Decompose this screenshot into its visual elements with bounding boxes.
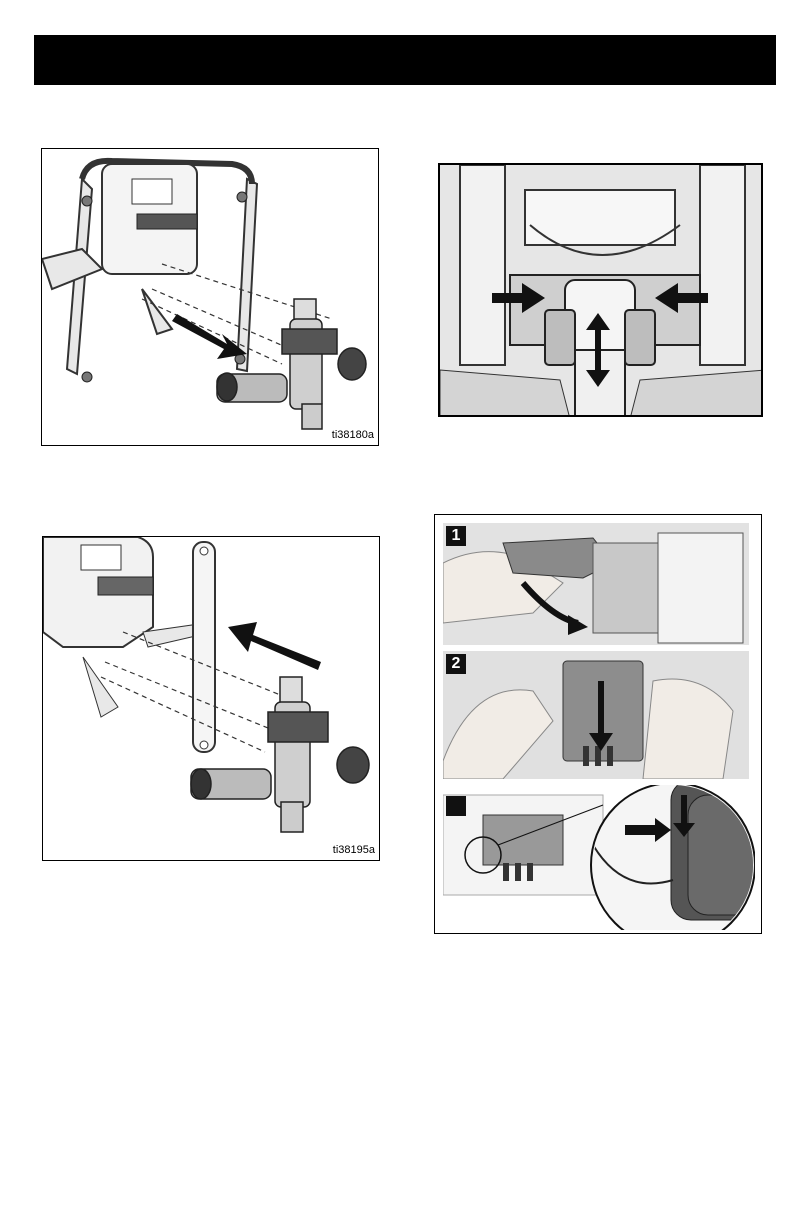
step-2-photo [443, 651, 749, 779]
figure-clamp-detail [438, 163, 763, 417]
step-1-panel: 1 [443, 523, 749, 645]
step-3-panel [443, 785, 755, 930]
step-2-panel: 2 [443, 651, 749, 779]
clamp-detail-illustration [440, 165, 763, 417]
figure-install-pump: ti38195a [42, 536, 380, 861]
pump-removal-illustration [42, 149, 379, 446]
step-2-badge: 2 [446, 654, 466, 674]
step-3-badge [446, 796, 466, 816]
step-1-badge: 1 [446, 526, 466, 546]
figure-id-label: ti38180a [332, 429, 374, 441]
pump-install-illustration [43, 537, 380, 861]
figure-id-label: ti38195a [333, 844, 375, 856]
figure-step-sequence: 1 2 [434, 514, 762, 934]
step-1-photo [443, 523, 749, 645]
section-header-bar [34, 35, 776, 85]
step-3-photo [443, 785, 755, 930]
figure-remove-pump: ti38180a [41, 148, 379, 446]
